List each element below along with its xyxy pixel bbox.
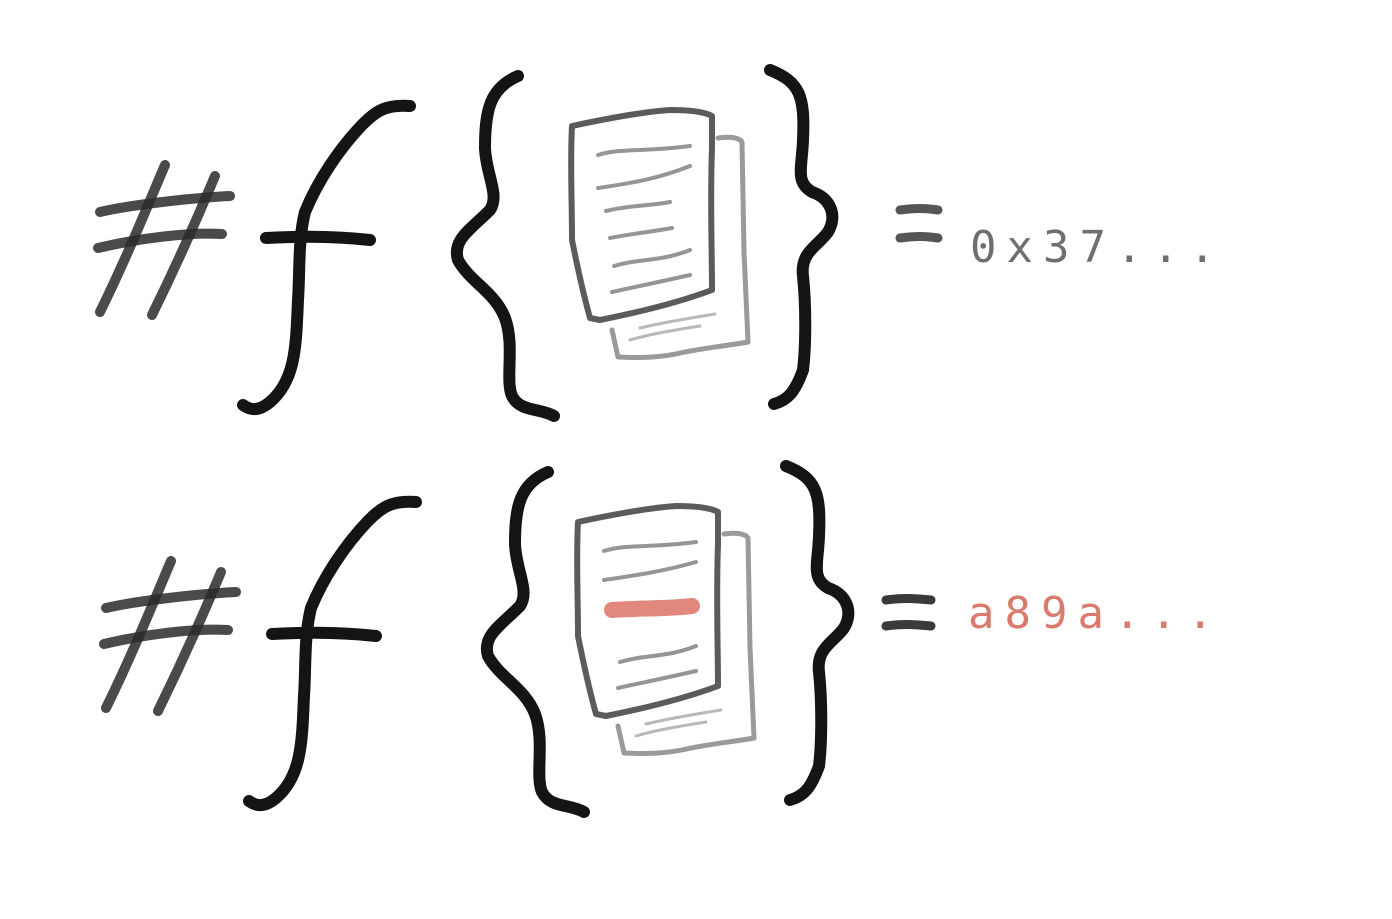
hash-symbol-icon: [104, 561, 236, 711]
document-stack-icon: [577, 506, 754, 753]
changed-line-highlight: [604, 598, 700, 618]
function-f-icon: [243, 106, 410, 409]
hash-output-2: a89a...: [968, 588, 1223, 639]
left-brace: [487, 472, 584, 812]
left-brace: [457, 76, 554, 416]
hash-row-1: 0x37...: [98, 70, 1225, 416]
hash-symbol-icon: [98, 165, 230, 315]
function-f-icon: [249, 502, 416, 805]
right-brace: [786, 466, 848, 800]
equals-sign-icon: [895, 204, 943, 243]
right-brace: [770, 70, 832, 404]
equals-sign-icon: [881, 594, 936, 631]
document-stack-icon: [571, 110, 748, 357]
hash-output-1: 0x37...: [970, 222, 1225, 273]
hash-row-2: a89a...: [104, 466, 1223, 812]
